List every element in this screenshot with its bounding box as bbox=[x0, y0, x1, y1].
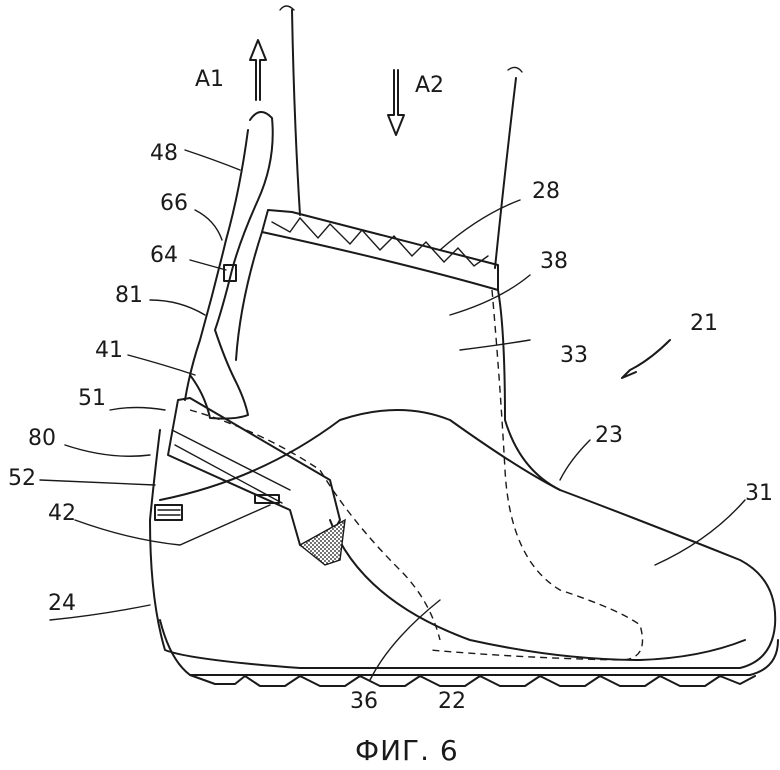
leg-top-right-flourish bbox=[507, 66, 523, 73]
leader-24 bbox=[49, 604, 151, 621]
boot-shaft bbox=[149, 231, 777, 669]
lever-hinge bbox=[254, 494, 280, 504]
buckle-66-64 bbox=[223, 264, 237, 282]
label-41: 41 bbox=[95, 338, 123, 363]
lever-arm bbox=[167, 397, 341, 556]
leg-top-left-flourish bbox=[279, 5, 295, 11]
label-80: 80 bbox=[28, 426, 56, 451]
cuff-zigzag bbox=[271, 216, 489, 267]
leader-42 bbox=[74, 504, 271, 546]
leg-outline-left bbox=[291, 9, 301, 216]
label-38: 38 bbox=[540, 249, 568, 274]
leader-33 bbox=[459, 339, 531, 351]
label-51: 51 bbox=[78, 386, 106, 411]
leader-41 bbox=[127, 354, 196, 376]
label-28: 28 bbox=[532, 179, 560, 204]
leader-80 bbox=[64, 444, 151, 457]
lever-grip-pad bbox=[298, 518, 346, 566]
leader-38 bbox=[449, 274, 531, 316]
leader-48 bbox=[184, 149, 241, 171]
arrow-up-a1 bbox=[249, 39, 267, 101]
leader-28 bbox=[439, 199, 521, 251]
label-52: 52 bbox=[8, 466, 36, 491]
label-21: 21 bbox=[690, 311, 718, 336]
rear-tongue bbox=[184, 129, 249, 401]
leader-36 bbox=[369, 599, 441, 681]
leader-64 bbox=[189, 259, 227, 271]
shell-toe bbox=[329, 519, 746, 661]
label-64: 64 bbox=[150, 243, 178, 268]
leader-23 bbox=[559, 439, 591, 481]
label-31: 31 bbox=[745, 481, 773, 506]
heel-counter bbox=[154, 504, 183, 521]
label-48: 48 bbox=[150, 141, 178, 166]
label-42: 42 bbox=[48, 501, 76, 526]
arrow-down-a2 bbox=[387, 69, 405, 136]
sole bbox=[159, 619, 779, 676]
label-22: 22 bbox=[438, 689, 466, 714]
leader-31 bbox=[654, 499, 746, 566]
leader-52 bbox=[39, 479, 156, 486]
leader-66 bbox=[194, 209, 223, 241]
leader-51 bbox=[109, 406, 166, 411]
label-24: 24 bbox=[48, 591, 76, 616]
label-23: 23 bbox=[595, 423, 623, 448]
label-a2: A2 bbox=[415, 73, 444, 98]
label-36: 36 bbox=[350, 689, 378, 714]
leader-81 bbox=[149, 299, 206, 316]
label-81: 81 bbox=[115, 283, 143, 308]
leg-outline-right bbox=[494, 77, 517, 269]
shell-upper bbox=[159, 409, 561, 501]
liner-dashed bbox=[429, 289, 644, 661]
label-66: 66 bbox=[160, 191, 188, 216]
lever-dashed-cable bbox=[189, 409, 441, 641]
sole-tread bbox=[189, 674, 756, 687]
lever-strap-band bbox=[171, 429, 291, 504]
label-33: 33 bbox=[560, 343, 588, 368]
heel-counter-texture bbox=[157, 509, 181, 516]
arrow-21 bbox=[621, 339, 671, 379]
label-a1: A1 bbox=[195, 67, 224, 92]
figure-caption: ФИГ. 6 bbox=[355, 734, 459, 767]
